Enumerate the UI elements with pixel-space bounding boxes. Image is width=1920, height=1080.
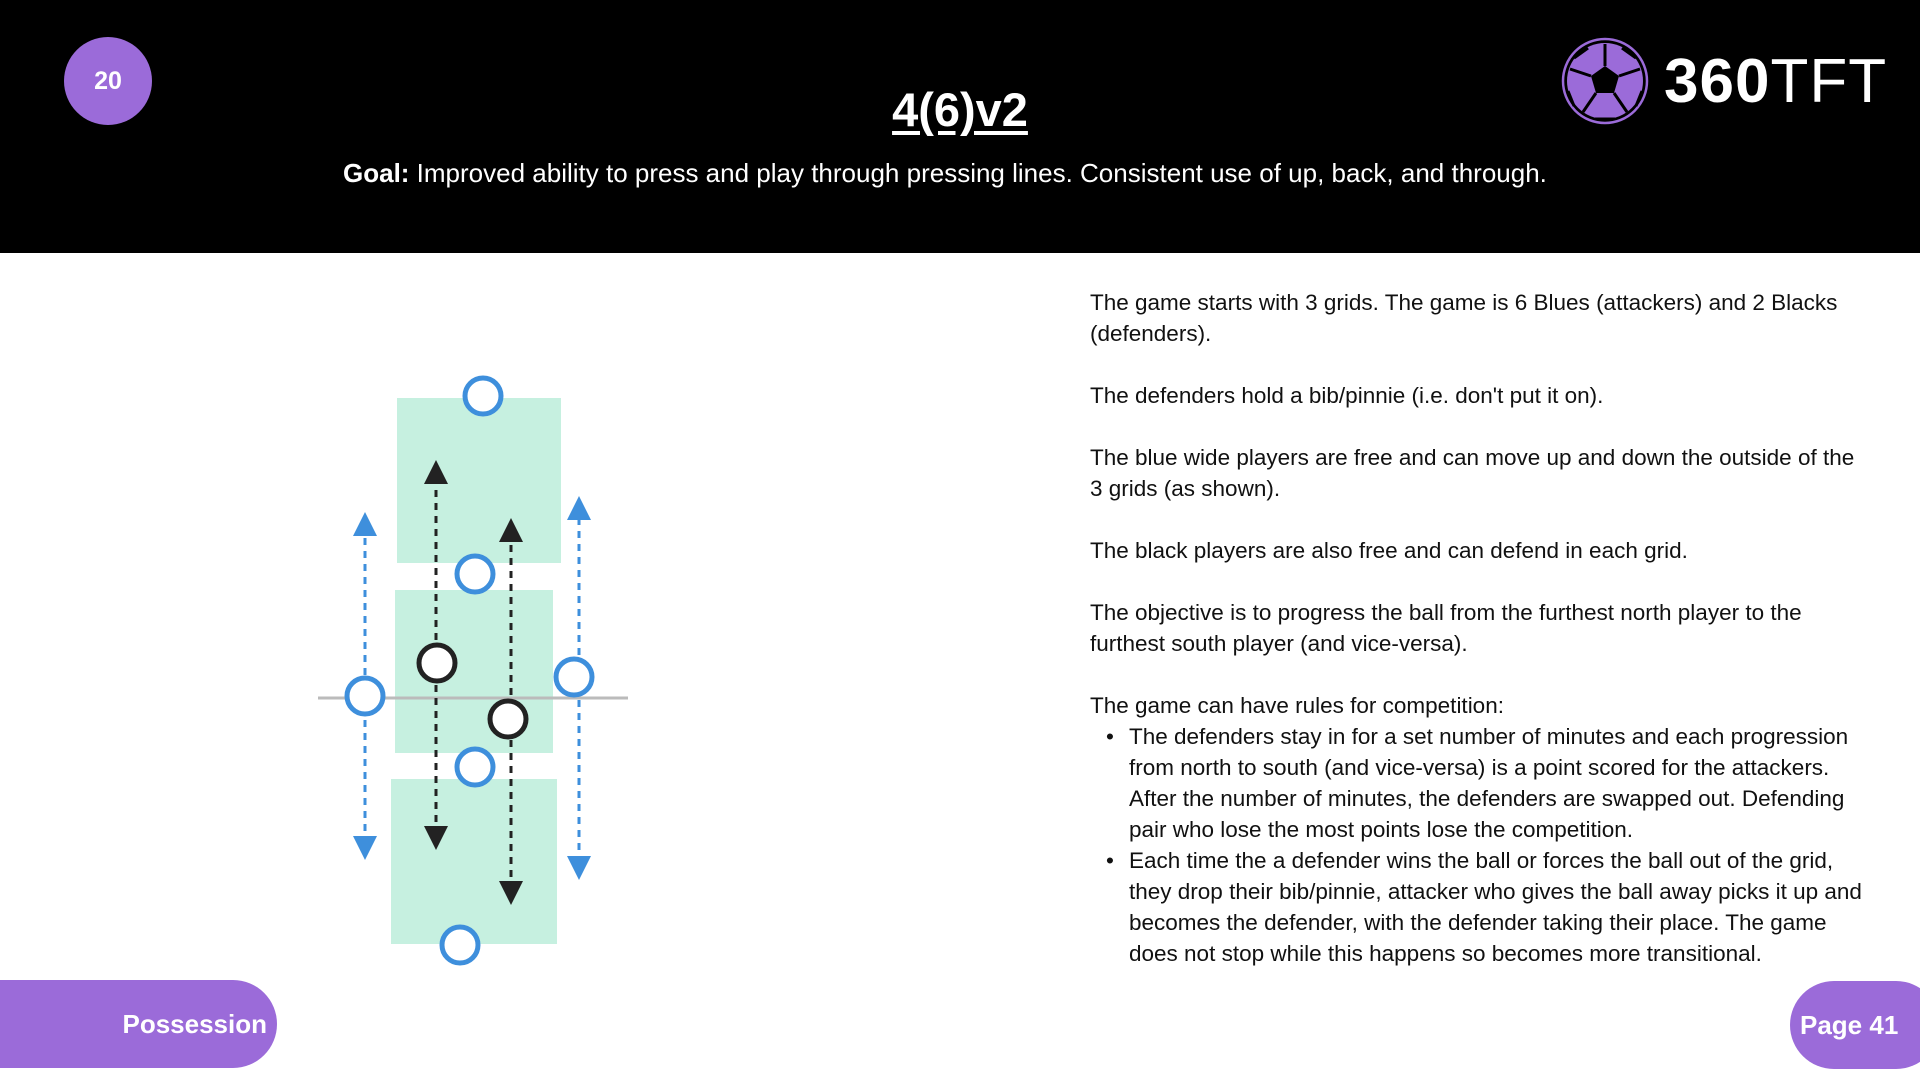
logo-text: 360TFT bbox=[1664, 46, 1887, 117]
attacker-marker bbox=[439, 924, 481, 966]
description-paragraph: The blue wide players are free and can m… bbox=[1090, 445, 1855, 501]
goal-label: Goal: bbox=[343, 158, 410, 188]
drill-description: The game starts with 3 grids. The game i… bbox=[1090, 287, 1870, 969]
logo-text-light: TFT bbox=[1770, 46, 1888, 116]
rules-list: The defenders stay in for a set number o… bbox=[1090, 721, 1870, 969]
attacker-marker bbox=[454, 553, 496, 595]
attacker-marker bbox=[344, 675, 386, 717]
description-paragraph: The defenders hold a bib/pinnie (i.e. do… bbox=[1090, 383, 1604, 408]
description-paragraph: The black players are also free and can … bbox=[1090, 538, 1688, 563]
session-number-badge: 20 bbox=[64, 37, 152, 125]
description-paragraph: The game starts with 3 grids. The game i… bbox=[1090, 290, 1838, 346]
goal-text: Goal: Improved ability to press and play… bbox=[343, 158, 1547, 189]
attacker-marker bbox=[454, 746, 496, 788]
description-paragraph: The objective is to progress the ball fr… bbox=[1090, 600, 1802, 656]
drill-diagram bbox=[318, 375, 628, 966]
rule-item: Each time the a defender wins the ball o… bbox=[1090, 845, 1870, 969]
page-title: 4(6)v2 bbox=[892, 83, 1028, 136]
defender-marker bbox=[416, 642, 458, 684]
header: 20 4(6)v2 Goal: Improved ability to pres… bbox=[0, 0, 1920, 253]
page-number: Page 41 bbox=[1790, 981, 1920, 1069]
logo-text-bold: 360 bbox=[1664, 46, 1771, 116]
attacker-marker bbox=[462, 375, 504, 417]
soccer-ball-icon bbox=[1561, 37, 1649, 125]
grid-south bbox=[391, 779, 557, 944]
defender-marker bbox=[487, 698, 529, 740]
category-tab: Possession bbox=[0, 980, 277, 1068]
rules-intro: The game can have rules for competition: bbox=[1090, 693, 1504, 718]
rule-item: The defenders stay in for a set number o… bbox=[1090, 721, 1870, 845]
attacker-marker bbox=[553, 656, 595, 698]
grid-north bbox=[397, 398, 561, 563]
logo: 360TFT bbox=[1560, 36, 1887, 126]
goal-description: Improved ability to press and play throu… bbox=[409, 158, 1547, 188]
